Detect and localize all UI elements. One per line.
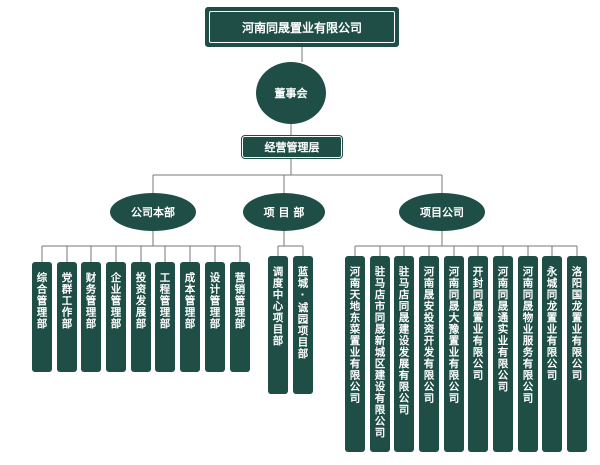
company-name: 河南同晟置业有限公司 [241,20,362,35]
project-company-label: 河南天地东菜置业有限公司 [348,266,361,404]
management-label: 经营管理层 [264,141,320,154]
project-dept-box: 调度中心项目部 [268,256,288,394]
project-company-label: 永城同龙置业有限公司 [545,266,558,381]
hq-dept-box: 综合管理部 [32,262,52,372]
hq-dept-box: 工程管理部 [155,262,175,372]
category-hq-node: 公司本部 [110,193,196,231]
project-company-box: 河南同晟物业服务有限公司 [518,256,538,452]
category-project-dept-label: 项 目 部 [263,206,305,219]
project-company-box: 开封同晟置业有限公司 [468,256,488,452]
project-company-label: 河南晟安投资开发有限公司 [422,266,435,404]
project-company-label: 驻马店市同晟新城区建设有限公司 [373,266,386,439]
hq-dept-box: 营销管理部 [230,262,250,372]
project-company-label: 驻马店同晟建设发展有限公司 [397,266,410,416]
project-dept-box: 蓝城·诚园项目部 [293,256,313,394]
project-company-label: 洛阳国龙置业有限公司 [570,266,583,381]
category-project-company-label: 项目公司 [420,206,464,219]
project-company-label: 开封同晟置业有限公司 [471,266,484,381]
company-box: 河南同晟置业有限公司 [205,7,399,47]
hq-dept-box: 设计管理部 [205,262,225,372]
hq-dept-label: 综合管理部 [35,272,48,330]
project-company-box: 永城同龙置业有限公司 [542,256,562,452]
category-project-company-node: 项目公司 [399,193,485,231]
board-label: 董事会 [274,87,308,100]
hq-dept-label: 工程管理部 [158,272,171,330]
hq-dept-label: 营销管理部 [233,272,246,330]
hq-dept-box: 财务管理部 [81,262,101,372]
hq-dept-label: 财务管理部 [84,272,97,330]
project-company-label: 河南同晟大豫置业有限公司 [447,266,460,404]
project-company-box: 河南同晟通实业有限公司 [493,256,513,452]
project-company-label: 河南同晟通实业有限公司 [496,266,509,393]
category-hq-label: 公司本部 [131,206,175,219]
hq-dept-box: 企业管理部 [106,262,126,372]
project-company-box: 驻马店同晟建设发展有限公司 [394,256,414,452]
project-company-box: 河南晟安投资开发有限公司 [419,256,439,452]
hq-dept-label: 企业管理部 [109,272,122,330]
hq-dept-label: 成本管理部 [183,272,196,330]
hq-dept-box: 投资发展部 [131,262,151,372]
category-project-dept-node: 项 目 部 [243,193,325,231]
project-dept-label: 蓝城·诚园项目部 [296,266,309,360]
project-company-box: 河南同晟大豫置业有限公司 [444,256,464,452]
hq-dept-box: 成本管理部 [180,262,200,372]
hq-dept-label: 设计管理部 [208,272,221,330]
management-box: 经营管理层 [242,136,342,158]
project-company-box: 河南天地东菜置业有限公司 [345,256,365,452]
board-node: 董事会 [256,62,326,124]
project-company-box: 驻马店市同晟新城区建设有限公司 [370,256,390,452]
hq-dept-label: 投资发展部 [134,272,147,330]
project-company-box: 洛阳国龙置业有限公司 [567,256,587,452]
project-dept-label: 调度中心项目部 [271,266,284,347]
project-company-label: 河南同晟物业服务有限公司 [521,266,534,404]
hq-dept-box: 党群工作部 [57,262,77,372]
hq-dept-label: 党群工作部 [60,272,73,330]
